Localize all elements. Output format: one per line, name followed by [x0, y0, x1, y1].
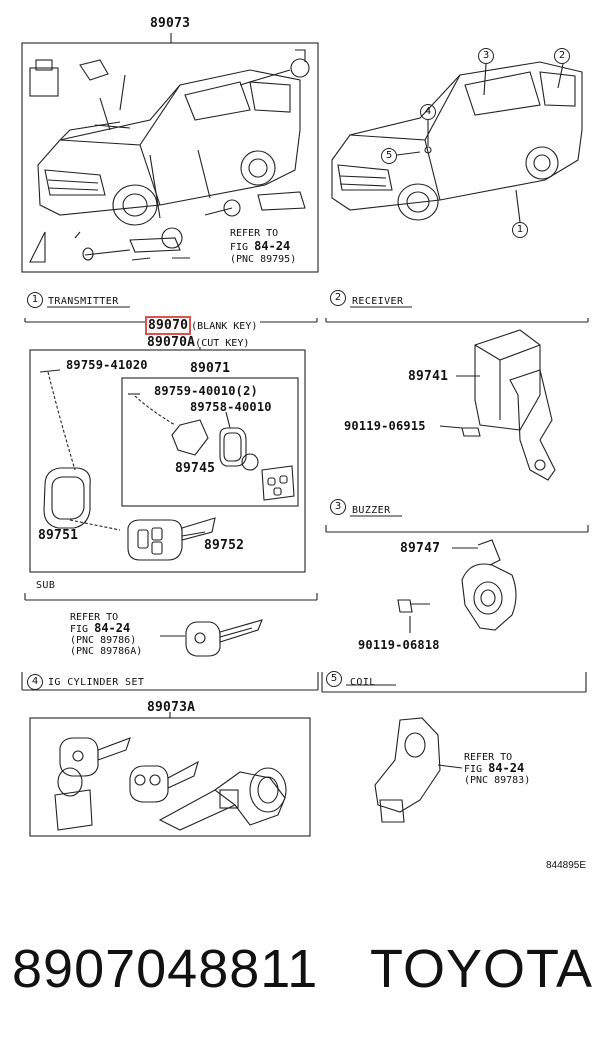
coil-refer-note: REFER TO FIG 84-24 (PNC 89783) [464, 752, 530, 786]
part-89741: 89741 [408, 369, 449, 384]
diagram-id: 844895E [546, 860, 587, 871]
part-89073-label: 89073 [150, 16, 191, 31]
footer-brand: TOYOTA [370, 939, 594, 999]
section-2-number: 2 [330, 290, 346, 306]
sub-refer-fig-label: FIG [70, 624, 89, 635]
callout-4: 4 [420, 104, 436, 120]
callout-1: 1 [512, 222, 528, 238]
cut-key-row: 89070A(CUT KEY) [147, 331, 249, 350]
part-89073a-label: 89073A [147, 700, 196, 715]
coil-refer-line1: REFER TO [464, 752, 513, 763]
sub-refer-fig: 84-24 [94, 621, 131, 635]
part-89070-highlight: 89070 [145, 316, 192, 335]
part-89758-40010: 89758-40010 [190, 400, 272, 414]
group-box-89073 [21, 42, 319, 273]
section-3-title: BUZZER [352, 505, 391, 516]
part-89071: 89071 [190, 361, 231, 376]
blank-key-row: 89070(BLANK KEY) [145, 314, 258, 335]
section-4-number: 4 [27, 674, 43, 690]
top-refer-fig-label: FIG [230, 242, 249, 253]
part-90119-06915: 90119-06915 [344, 419, 426, 433]
part-89745: 89745 [175, 461, 216, 476]
section-1-title: TRANSMITTER [48, 296, 119, 307]
section-5-title: COIL [350, 677, 376, 688]
section-4-title: IG CYLINDER SET [48, 677, 145, 688]
coil-refer-pnc: (PNC 89783) [464, 775, 531, 786]
part-89751: 89751 [38, 528, 79, 543]
sub-refer-note: REFER TO FIG 84-24 (PNC 89786) (PNC 8978… [70, 612, 142, 657]
sub-refer-pnc1: (PNC 89786) [70, 635, 137, 646]
section-3-number: 3 [330, 499, 346, 515]
coil-refer-fig-label: FIG [464, 764, 483, 775]
vehicle-right-drawing [331, 61, 583, 221]
part-89752: 89752 [204, 538, 245, 553]
coil-refer-fig: 84-24 [488, 761, 525, 775]
section-5-number: 5 [326, 671, 342, 687]
cut-key-note: (CUT KEY) [195, 338, 250, 349]
section-2-title: RECEIVER [352, 296, 404, 307]
part-89759-41020: 89759-41020 [66, 358, 148, 372]
top-refer-line1: REFER TO [230, 228, 279, 239]
top-refer-note: REFER TO FIG 84-24 (PNC 89795) [230, 228, 296, 266]
sub-refer-line1: REFER TO [70, 612, 119, 623]
callout-2: 2 [554, 48, 570, 64]
vehicle-left-drawing [37, 69, 301, 226]
sub-section-title: SUB [36, 580, 56, 591]
part-89747: 89747 [400, 541, 441, 556]
part-89759-40010: 89759-40010(2) [154, 384, 258, 398]
sub-refer-pnc2: (PNC 89786A) [70, 646, 143, 657]
top-refer-fig: 84-24 [254, 239, 291, 253]
footer-part-number: 8907048811 [12, 939, 319, 999]
part-90119-06818: 90119-06818 [358, 638, 440, 652]
top-refer-pnc: (PNC 89795) [230, 254, 297, 265]
section-1-number: 1 [27, 292, 43, 308]
part-89070a-label: 89070A [147, 335, 196, 350]
blank-key-note: (BLANK KEY) [191, 321, 258, 332]
callout-5: 5 [381, 148, 397, 164]
callout-3: 3 [478, 48, 494, 64]
